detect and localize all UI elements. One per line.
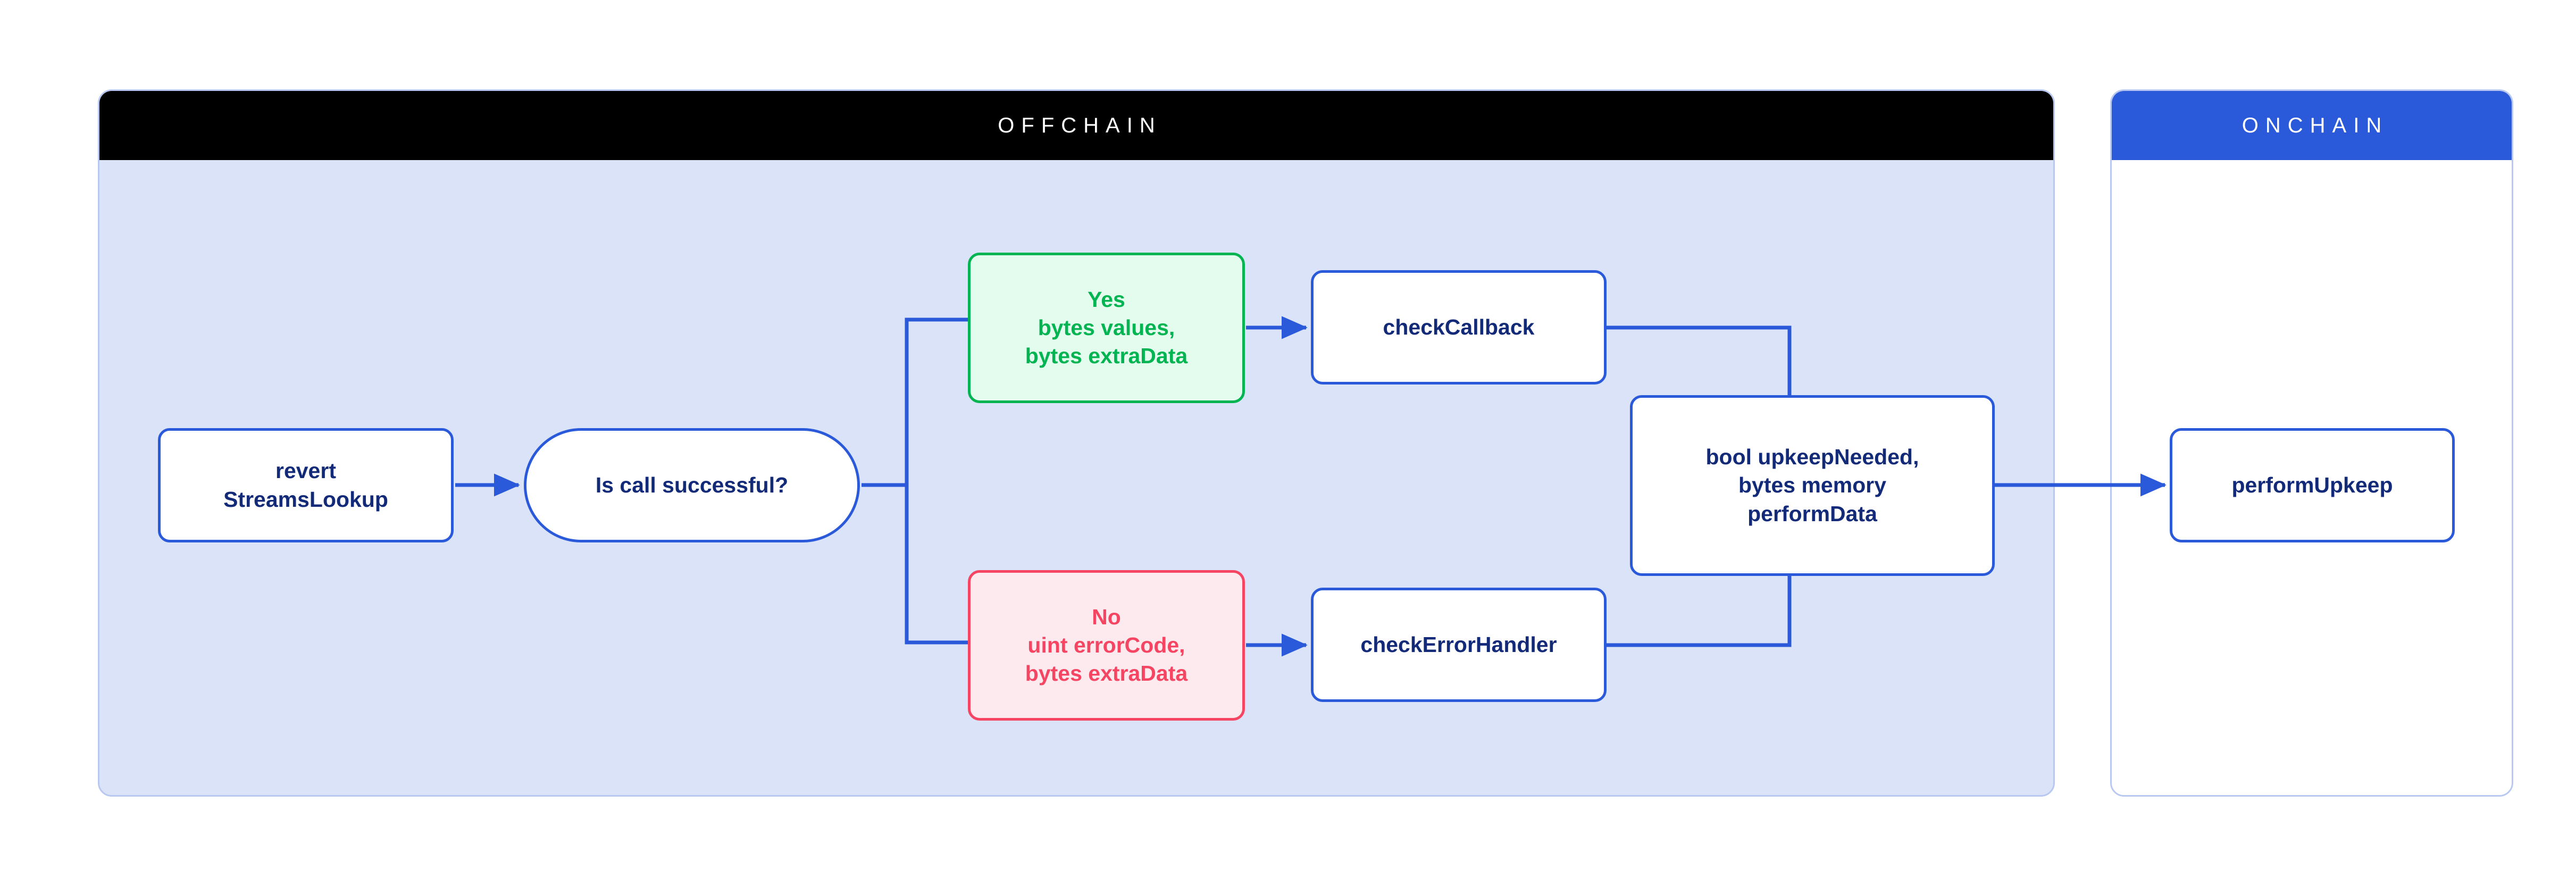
node-no-line-1: No bbox=[1092, 604, 1121, 629]
node-yes-line-1: Yes bbox=[1088, 287, 1125, 312]
node-check-callback-line-1: checkCallback bbox=[1383, 314, 1535, 339]
node-is-call-successful[interactable]: Is call successful? bbox=[524, 428, 860, 542]
node-revert-line-1: revert bbox=[275, 458, 336, 483]
node-check-callback[interactable]: checkCallback bbox=[1311, 270, 1607, 385]
node-upkeep-needed-line-3: performData bbox=[1747, 501, 1877, 526]
node-check-error-handler-line-1: checkErrorHandler bbox=[1360, 632, 1557, 657]
node-check-error-handler[interactable]: checkErrorHandler bbox=[1311, 588, 1607, 702]
node-no-branch[interactable]: No uint errorCode, bytes extraData bbox=[968, 570, 1245, 721]
node-no-line-3: bytes extraData bbox=[1025, 661, 1188, 686]
node-upkeep-needed-line-2: bytes memory bbox=[1738, 473, 1886, 498]
node-decision-line-1: Is call successful? bbox=[595, 472, 789, 497]
node-revert-line-2: StreamsLookup bbox=[223, 487, 388, 512]
node-perform-upkeep[interactable]: performUpkeep bbox=[2170, 428, 2455, 542]
offchain-panel-header: OFFCHAIN bbox=[99, 91, 2053, 160]
offchain-panel-title: OFFCHAIN bbox=[998, 113, 1162, 137]
node-perform-upkeep-line-1: performUpkeep bbox=[2231, 472, 2393, 497]
node-no-line-2: uint errorCode, bbox=[1027, 632, 1185, 657]
node-yes-branch[interactable]: Yes bytes values, bytes extraData bbox=[968, 253, 1245, 403]
onchain-panel-header: ONCHAIN bbox=[2112, 91, 2512, 160]
node-upkeep-needed-line-1: bool upkeepNeeded, bbox=[1705, 445, 1919, 470]
node-yes-line-3: bytes extraData bbox=[1025, 344, 1188, 369]
node-yes-line-2: bytes values, bbox=[1038, 315, 1175, 340]
node-upkeep-needed[interactable]: bool upkeepNeeded, bytes memory performD… bbox=[1630, 395, 1995, 576]
node-revert-streamslookup[interactable]: revert StreamsLookup bbox=[158, 428, 454, 542]
onchain-panel-title: ONCHAIN bbox=[2242, 113, 2389, 137]
